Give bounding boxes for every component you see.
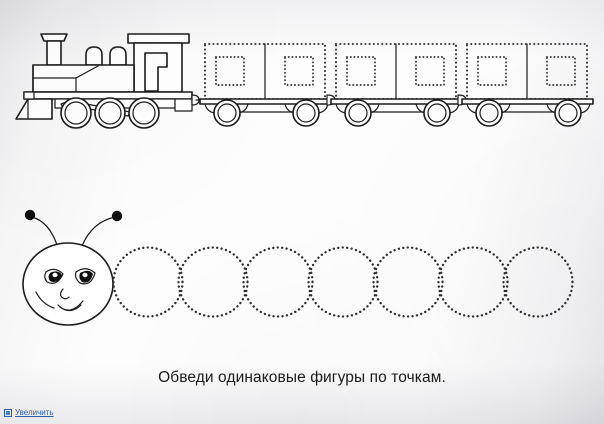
steam-locomotive [15,33,207,129]
train-cars [199,42,594,127]
dotted-circle-1 [112,246,184,318]
dotted-circle-4 [307,246,379,318]
dotted-circle-6 [437,246,509,318]
caterpillar-eye-right [74,268,96,285]
caterpillar-nose [59,288,70,300]
locomotive-wheels [60,97,160,129]
caterpillar-eye-left [44,268,64,284]
dotted-square-2 [284,56,314,86]
antenna-right [81,216,116,247]
smiling-caterpillar-head [22,209,123,326]
enlarge-link[interactable]: Увеличить [4,409,54,417]
dotted-square-1 [215,56,245,86]
dotted-circle-3 [242,246,314,318]
antenna-left-tip [24,209,36,221]
dotted-square-5 [477,56,507,86]
train-car-2 [330,42,462,127]
worksheet-caption: Обведи одинаковые фигуры по точкам. [158,369,446,386]
antenna-left [31,216,59,249]
dotted-circle-5 [372,246,444,318]
train-car-1 [199,42,331,127]
dotted-circle-7 [502,246,574,318]
enlarge-link-label: Увеличить [15,408,54,417]
train-car-3 [461,42,594,127]
enlarge-icon [4,409,12,417]
caterpillar-head-shape [22,242,114,326]
dotted-circle-trace-row [112,246,574,318]
dotted-square-3 [346,56,376,86]
dotted-square-6 [546,56,576,86]
dotted-square-4 [415,56,445,86]
caterpillar-cheek [35,291,55,309]
antenna-right-tip [111,210,123,222]
dotted-circle-2 [177,246,249,318]
